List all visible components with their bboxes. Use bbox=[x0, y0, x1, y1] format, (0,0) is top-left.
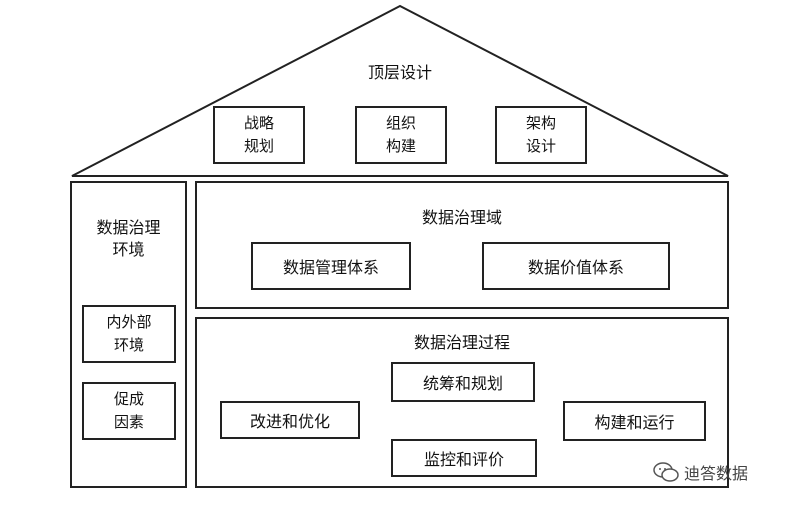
watermark: 迪答数据 bbox=[652, 460, 748, 484]
environment-item-external: 内外部 环境 bbox=[82, 305, 176, 363]
domain-item-management-label: 数据管理体系 bbox=[282, 258, 379, 277]
environment-title-line2: 环境 bbox=[112, 240, 145, 259]
environment-item-enablers-line2: 因素 bbox=[113, 413, 144, 431]
process-step-build: 构建和运行 bbox=[563, 401, 706, 441]
domain-item-value: 数据价值体系 bbox=[482, 242, 670, 290]
environment-title: 数据治理 环境 bbox=[72, 217, 185, 261]
roof-item-strategy: 战略 规划 bbox=[213, 106, 305, 164]
roof-item-strategy-line1: 战略 bbox=[243, 114, 274, 132]
roof-item-architecture-line2: 设计 bbox=[525, 137, 556, 155]
domain-title: 数据治理域 bbox=[421, 208, 502, 227]
roof-item-architecture: 架构 设计 bbox=[495, 106, 587, 164]
environment-item-enablers: 促成 因素 bbox=[82, 382, 176, 440]
roof-item-architecture-line1: 架构 bbox=[525, 114, 556, 132]
process-step-improve: 改进和优化 bbox=[220, 401, 360, 439]
roof-title: 顶层设计 bbox=[367, 63, 432, 82]
environment-title-line1: 数据治理 bbox=[96, 218, 161, 237]
domain-item-value-label: 数据价值体系 bbox=[527, 258, 624, 277]
environment-item-external-line1: 内外部 bbox=[106, 313, 152, 331]
process-step-improve-label: 改进和优化 bbox=[249, 412, 330, 431]
roof-item-organization-line2: 构建 bbox=[385, 137, 416, 155]
process-step-monitor: 监控和评价 bbox=[391, 439, 537, 477]
environment-item-enablers-line1: 促成 bbox=[113, 390, 144, 408]
process-step-plan: 统筹和规划 bbox=[391, 362, 535, 402]
wechat-icon bbox=[653, 462, 679, 482]
watermark-text: 迪答数据 bbox=[684, 464, 749, 483]
process-step-plan-label: 统筹和规划 bbox=[422, 374, 503, 393]
process-title: 数据治理过程 bbox=[413, 333, 510, 352]
process-step-monitor-label: 监控和评价 bbox=[423, 450, 504, 469]
environment-item-external-line2: 环境 bbox=[113, 336, 144, 354]
roof-item-strategy-line2: 规划 bbox=[243, 137, 274, 155]
domain-item-management: 数据管理体系 bbox=[251, 242, 411, 290]
roof-item-organization: 组织 构建 bbox=[355, 106, 447, 164]
roof-item-organization-line1: 组织 bbox=[385, 114, 416, 132]
process-step-build-label: 构建和运行 bbox=[594, 413, 675, 432]
